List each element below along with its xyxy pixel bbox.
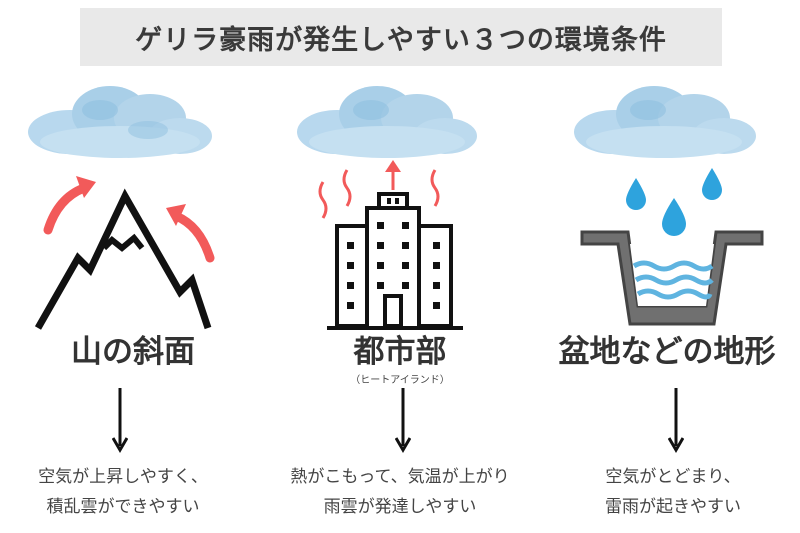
rain-drop-icon (626, 168, 722, 236)
condition-sublabel: （ヒートアイランド） (350, 375, 450, 386)
basin-icon (580, 230, 764, 326)
page-title: ゲリラ豪雨が発生しやすい３つの環境条件 (135, 24, 667, 56)
building-icon (327, 192, 463, 330)
mountain-illustration (28, 86, 215, 330)
rising-heat-arrow (385, 160, 401, 190)
down-arrow-icon (668, 388, 684, 453)
rising-air-arrow-right (166, 204, 215, 263)
building-windows (347, 198, 440, 309)
down-arrow-icon (112, 388, 128, 453)
cloud-icon (574, 86, 756, 158)
rising-air-arrow-left (43, 176, 96, 235)
condition-label: 盆地などの地形 (558, 334, 776, 370)
condition-urban: 都市部 （ヒートアイランド） 熱がこもって、気温が上がり 雨雲が発達しやすい (267, 0, 533, 533)
title-banner: ゲリラ豪雨が発生しやすい３つの環境条件 (80, 8, 722, 66)
condition-description: 空気がとどまり、 雷雨が起きやすい (605, 467, 741, 517)
cloud-icon (297, 86, 477, 158)
heat-wave-icon (318, 169, 440, 219)
condition-label: 都市部 (353, 334, 447, 370)
condition-mountain: 山の斜面 空気が上昇しやすく、 積乱雲ができやすい (0, 0, 266, 533)
urban-illustration (297, 86, 477, 330)
condition-label: 山の斜面 (71, 334, 195, 370)
down-arrow-icon (395, 388, 411, 453)
condition-description: 熱がこもって、気温が上がり 雨雲が発達しやすい (290, 467, 510, 517)
condition-basin: 盆地などの地形 空気がとどまり、 雷雨が起きやすい (534, 0, 800, 533)
condition-description: 空気が上昇しやすく、 積乱雲ができやすい (38, 467, 208, 517)
cloud-icon (28, 86, 212, 158)
water-waves-icon (632, 260, 714, 300)
mountain-icon (34, 188, 212, 330)
basin-illustration (574, 86, 764, 326)
